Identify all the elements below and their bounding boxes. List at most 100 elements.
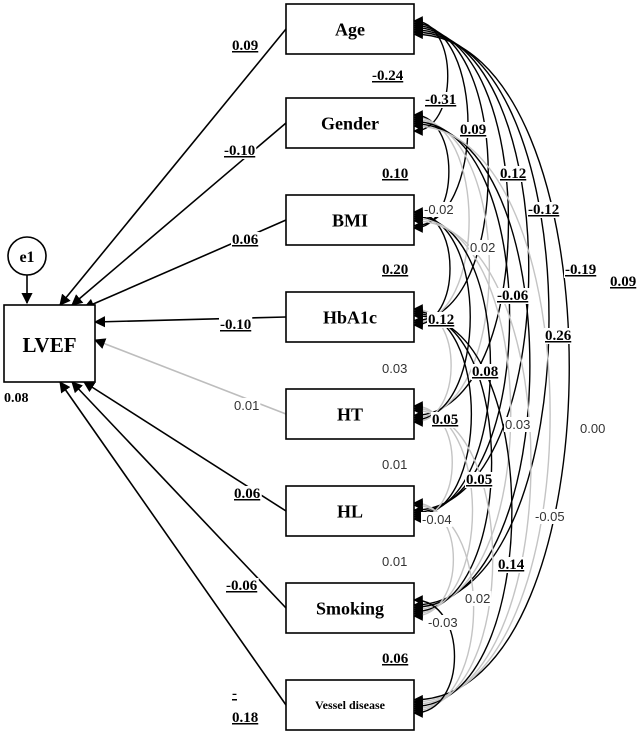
covariance-label-bg: [431, 412, 460, 428]
covariance-label-bg: [371, 68, 405, 84]
covariance-value-bmi-ht: 0.12: [428, 312, 454, 328]
covariance-label-bg: [381, 554, 409, 569]
covariance-arc-gender-smoking: [413, 118, 531, 613]
covariance-label-bg: [427, 615, 459, 630]
predictor-label-hl: HL: [337, 501, 363, 521]
predictor-label-age: Age: [335, 19, 365, 39]
covariance-arc-gender-ht: [413, 114, 490, 423]
predictor-node-hba1c: [285, 291, 415, 343]
covariance-arc-bmi-smoking: [413, 213, 512, 615]
path-arrow-vessel: [59, 381, 287, 706]
covariance-value-hba1c-ht: 0.03: [382, 361, 407, 376]
covariance-label-bg: [499, 166, 528, 182]
covariance-label-bg: [469, 240, 497, 255]
covariance-value-age-smoking: -0.19: [565, 262, 596, 278]
covariance-value-bmi-smoking: 0.03: [505, 417, 530, 432]
covariance-label-bg: [464, 591, 492, 606]
covariance-label-bg: [424, 92, 458, 108]
covariance-value-gender-smoking: 0.26: [545, 328, 572, 344]
covariance-value-hl-smoking: 0.01: [382, 554, 407, 569]
predictor-label-hba1c: HbA1c: [323, 307, 377, 327]
covariance-arc-hl-vessel: [413, 500, 475, 716]
covariance-value-ht-smoking: -0.04: [422, 512, 452, 527]
covariance-label-bg: [497, 557, 526, 573]
path-coef-hl: 0.06: [234, 486, 261, 502]
covariance-value-age-gender: -0.24: [372, 68, 404, 84]
path-coef-vessel-line2: 0.18: [232, 710, 258, 726]
path-label-bg: [233, 398, 261, 413]
covariance-label-bg: [381, 262, 410, 278]
predictor-node-hl: [285, 485, 415, 537]
path-label-bg: [233, 486, 262, 502]
predictor-label-bmi: BMI: [332, 210, 368, 230]
covariance-value-smoking-vessel: 0.06: [382, 651, 409, 667]
covariance-arc-gender-vessel: [413, 121, 551, 707]
predictor-label-gender: Gender: [321, 113, 379, 133]
path-arrow-smoking: [71, 381, 287, 609]
covariance-label-bg: [504, 417, 532, 432]
path-coef-gender: -0.10: [224, 143, 255, 159]
predictor-node-vessel: [285, 679, 415, 731]
covariance-label-bg: [381, 457, 409, 472]
predictor-label-vessel: Vessel disease: [315, 698, 386, 712]
covariance-value-age-bmi: -0.31: [425, 92, 456, 108]
covariance-value-bmi-vessel: -0.05: [535, 509, 565, 524]
path-coef-ht: 0.01: [234, 398, 259, 413]
path-label-bg: [231, 232, 260, 248]
error-term-label: e1: [19, 249, 34, 266]
path-label-bg: [231, 710, 260, 726]
covariance-value-gender-vessel: 0.00: [580, 421, 605, 436]
coefficient-labels: 0.09-0.100.06-0.100.010.06-0.06-0.18-0.2…: [219, 38, 638, 726]
covariance-label-bg: [609, 274, 638, 290]
covariance-arc-hba1c-smoking: [413, 308, 493, 617]
covariance-label-bg: [544, 328, 573, 344]
covariance-label-bg: [579, 421, 607, 436]
covariance-value-hba1c-hl: 0.05: [432, 412, 458, 428]
path-arrow-hba1c: [93, 316, 287, 328]
covariance-value-gender-hba1c: -0.02: [424, 202, 454, 217]
covariance-label-bg: [381, 166, 410, 182]
predictor-node-bmi: [285, 194, 415, 246]
path-label-bg: [231, 38, 260, 54]
path-coef-smoking: -0.06: [226, 578, 258, 594]
covariance-value-hba1c-vessel: 0.14: [498, 557, 525, 573]
predictor-node-gender: [285, 97, 415, 149]
outcome-label: LVEF: [22, 333, 76, 357]
path-coef-bmi: 0.06: [232, 232, 259, 248]
covariance-label-bg: [465, 472, 494, 488]
covariance-value-gender-hl: -0.06: [497, 288, 529, 304]
predictor-label-ht: HT: [337, 404, 363, 424]
path-coef-age: 0.09: [232, 38, 258, 54]
covariance-value-ht-hl: 0.01: [382, 457, 407, 472]
covariance-value-bmi-hba1c: 0.20: [382, 262, 408, 278]
covariance-label-bg: [421, 512, 453, 527]
covariance-value-age-ht: 0.12: [500, 166, 526, 182]
predictor-node-smoking: [285, 582, 415, 634]
outcome-node-lvef: [3, 304, 96, 383]
covariance-value-ht-vessel: 0.02: [465, 591, 490, 606]
covariance-label-bg: [471, 364, 500, 380]
path-arrow-age: [59, 28, 287, 306]
covariance-arc-age-smoking: [413, 27, 550, 610]
covariance-value-age-vessel: 0.09: [610, 274, 636, 290]
covariance-label-bg: [423, 202, 455, 217]
covariance-value-hba1c-smoking: 0.05: [466, 472, 492, 488]
predictor-node-age: [285, 3, 415, 55]
r-squared-value: 0.08: [4, 391, 29, 406]
covariance-label-bg: [496, 288, 530, 304]
covariance-label-bg: [564, 262, 598, 278]
path-label-bg: [223, 143, 257, 159]
covariance-label-bg: [527, 202, 561, 218]
covariance-label-bg: [381, 651, 410, 667]
covariance-value-age-hl: -0.12: [528, 202, 559, 218]
covariance-value-age-hba1c: 0.09: [460, 122, 486, 138]
path-coef-vessel-line1: -: [232, 686, 237, 702]
covariance-arc-smoking-vessel: [413, 595, 456, 718]
predictor-node-ht: [285, 388, 415, 440]
predictor-label-smoking: Smoking: [316, 598, 384, 618]
covariance-arc-hba1c-vessel: [413, 310, 513, 712]
covariance-label-bg: [459, 122, 488, 138]
covariance-value-hl-vessel: -0.03: [428, 615, 458, 630]
